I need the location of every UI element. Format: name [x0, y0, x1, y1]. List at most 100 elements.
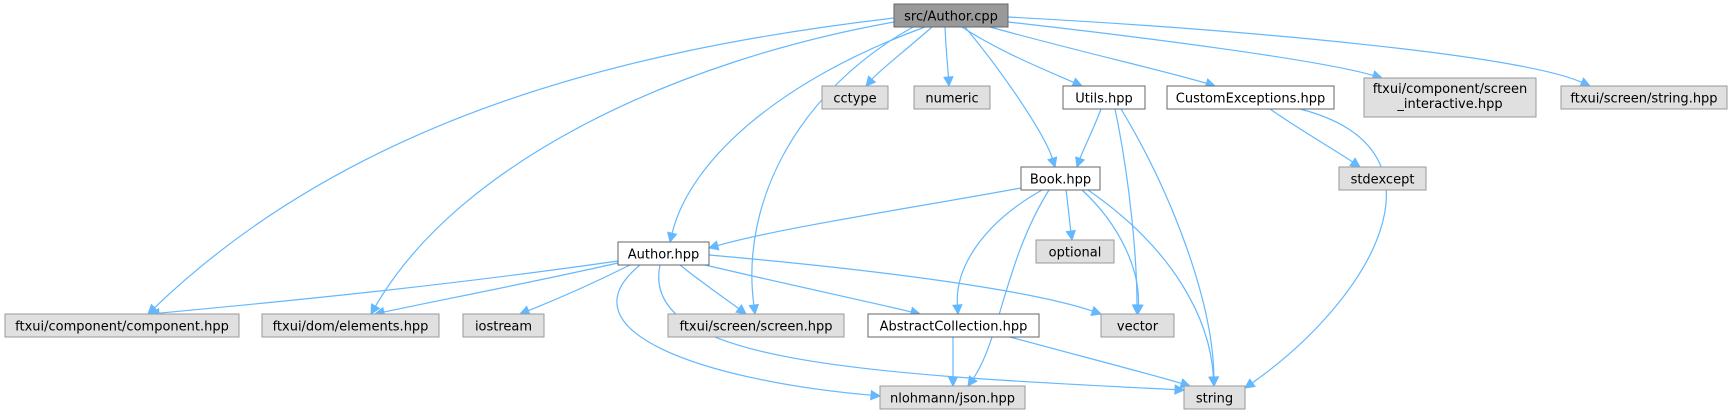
node-box	[867, 313, 1040, 338]
node-screen_hpp: ftxui/screen/screen.hpp	[667, 313, 845, 338]
edge-arrowhead	[1075, 156, 1086, 169]
edge-line	[383, 262, 619, 313]
edge-author_cpp-to-screen_interactive_hpp	[1007, 21, 1384, 81]
node-utils_hpp[interactable]: Utils.hpp	[1062, 85, 1146, 110]
edge-book_hpp-to-json_hpp	[967, 189, 1050, 387]
edge-author_cpp-to-book_hpp	[964, 26, 1058, 169]
edge-arrowhead	[1071, 77, 1084, 88]
edge-line	[158, 260, 619, 314]
edge-arrowhead	[870, 389, 882, 401]
node-box	[893, 3, 1009, 28]
edge-arrowhead	[943, 76, 954, 88]
node-box	[667, 313, 845, 338]
edge-arrowhead	[370, 303, 381, 315]
edge-line	[1079, 108, 1102, 159]
node-label: cctype	[833, 92, 876, 107]
edge-author_cpp-to-customexceptions_hpp	[989, 26, 1217, 89]
edge-line	[704, 264, 912, 313]
node-author_hpp[interactable]: Author.hpp	[617, 241, 710, 266]
node-component_hpp: ftxui/component/component.hpp	[4, 313, 240, 338]
edge-utils_hpp-to-string	[1120, 108, 1220, 388]
node-numeric: numeric	[913, 85, 991, 110]
nodes-layer: src/Author.cpp cctype numeric Utils.hpp Cust…	[4, 3, 1728, 410]
node-elements_hpp: ftxui/dom/elements.hpp	[261, 313, 440, 338]
edge-line	[616, 264, 872, 396]
edge-arrowhead	[1244, 378, 1256, 389]
edge-arrowhead	[1349, 157, 1361, 168]
edge-line	[154, 17, 895, 309]
edge-line	[658, 264, 1176, 391]
node-box	[1183, 385, 1246, 410]
edge-line	[717, 187, 1022, 247]
edge-arrowhead	[667, 231, 678, 244]
edge-line	[871, 26, 933, 80]
node-customexceptions_hpp[interactable]: CustomExceptions.hpp	[1166, 85, 1335, 110]
edge-line	[528, 264, 631, 312]
edge-line	[961, 26, 1074, 83]
edge-author_cpp-to-screen_string_hpp	[1007, 16, 1592, 88]
edge-arrowhead	[865, 75, 877, 87]
edges-layer	[147, 16, 1592, 401]
edge-line	[1114, 108, 1138, 306]
node-optional: optional	[1035, 239, 1115, 264]
node-screen_string_hpp: ftxui/screen/string.hpp	[1560, 85, 1728, 110]
edge-line	[1007, 21, 1374, 77]
node-abstractcollection_hpp[interactable]: AbstractCollection.hpp	[867, 313, 1040, 338]
node-author_cpp: src/Author.cpp	[893, 3, 1009, 28]
node-label: vector	[1117, 320, 1159, 335]
node-label: stdexcept	[1351, 173, 1415, 188]
node-box	[1020, 166, 1101, 191]
node-label: iostream	[475, 320, 532, 335]
node-box	[821, 85, 889, 110]
node-box	[261, 313, 440, 338]
edge-line	[751, 26, 914, 306]
node-box	[1166, 85, 1335, 110]
edge-customexceptions_hpp-to-string	[1244, 108, 1387, 389]
edge-book_hpp-to-author_hpp	[707, 187, 1022, 251]
edge-arrowhead	[1174, 384, 1186, 395]
edge-author_cpp-to-screen_hpp	[748, 26, 914, 316]
node-box	[462, 313, 545, 338]
edge-author_cpp-to-cctype	[865, 26, 933, 87]
edge-arrowhead	[1208, 376, 1219, 388]
edge-line	[956, 189, 1043, 306]
node-label: string	[1196, 392, 1233, 407]
edge-customexceptions_hpp-to-stdexcept	[1269, 108, 1361, 168]
node-label: Author.hpp	[628, 248, 699, 263]
node-box	[879, 385, 1026, 410]
node-label: ftxui/screen/screen.hpp	[679, 320, 832, 335]
edge-line	[964, 26, 1053, 159]
node-book_hpp[interactable]: Book.hpp	[1020, 166, 1101, 191]
edge-line	[1087, 189, 1215, 378]
node-iostream: iostream	[462, 313, 545, 338]
node-label: ftxui/component/screen	[1373, 82, 1528, 97]
node-box	[1100, 313, 1175, 338]
edge-book_hpp-to-optional	[1065, 189, 1077, 242]
edge-arrowhead	[952, 304, 963, 316]
node-string: string	[1183, 385, 1246, 410]
edge-abstractcollection_hpp-to-json_hpp	[947, 336, 959, 388]
edge-line	[1252, 108, 1387, 384]
node-box	[617, 241, 710, 266]
edge-line	[944, 26, 950, 78]
edge-author_cpp-to-numeric	[943, 26, 954, 88]
edge-arrowhead	[748, 303, 760, 316]
edge-author_cpp-to-author_hpp	[667, 26, 926, 244]
node-box	[1035, 239, 1115, 264]
edge-line	[1065, 189, 1072, 232]
edge-author_hpp-to-vector	[708, 254, 1103, 316]
edge-line	[671, 26, 926, 234]
edge-author_cpp-to-component_hpp	[147, 17, 895, 315]
edge-book_hpp-to-string	[1087, 189, 1219, 388]
node-label: optional	[1049, 246, 1102, 261]
edge-author_cpp-to-elements_hpp	[370, 21, 895, 315]
node-json_hpp: nlohmann/json.hpp	[879, 385, 1026, 410]
node-stdexcept: stdexcept	[1338, 166, 1427, 191]
node-box	[1062, 85, 1146, 110]
node-label: src/Author.cpp	[904, 10, 998, 25]
edge-line	[1007, 16, 1583, 83]
node-label: ftxui/dom/elements.hpp	[273, 320, 429, 335]
edge-book_hpp-to-abstractcollection_hpp	[952, 189, 1043, 316]
edge-line	[1009, 336, 1182, 384]
